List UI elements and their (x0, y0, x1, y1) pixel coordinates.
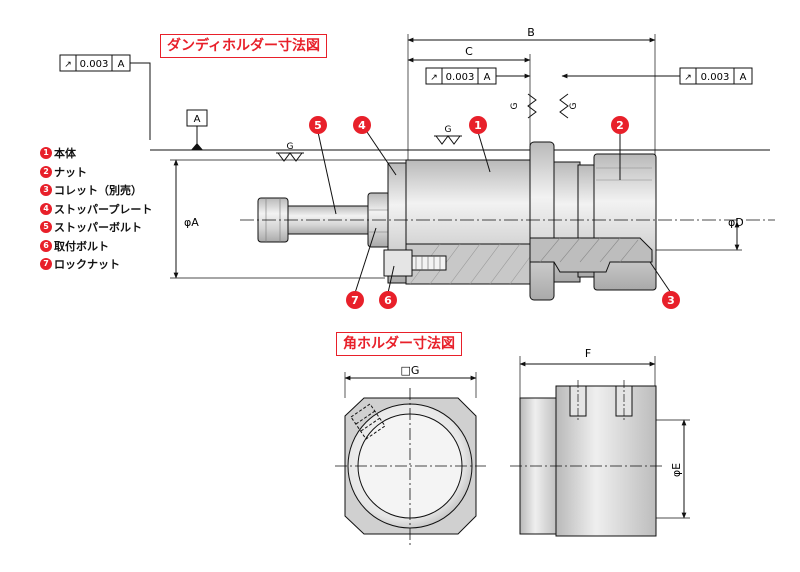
dandy-holder-title: ダンディホルダー寸法図 (160, 34, 328, 58)
svg-text:0.003: 0.003 (701, 72, 730, 83)
dimension-phi-d-label: φD (728, 216, 744, 229)
callout-6: 6 (379, 265, 397, 309)
callout-5: 5 (309, 116, 337, 215)
body-flange (529, 141, 555, 301)
tolerance-frame-right: ↗ 0.003 A (561, 67, 753, 85)
dimension-phi-a-label: φA (184, 216, 199, 229)
datum-triangle-icon (191, 143, 203, 150)
svg-text:2: 2 (616, 119, 624, 132)
svg-text:1: 1 (474, 119, 482, 132)
svg-text:7: 7 (351, 294, 359, 307)
svg-text:0.003: 0.003 (80, 59, 109, 70)
svg-text:↗: ↗ (684, 73, 692, 83)
svg-text:0.003: 0.003 (446, 72, 475, 83)
dimension-b-label: B (527, 26, 535, 39)
finish-mark-g-vertical-2: G (559, 93, 579, 119)
svg-text:A: A (740, 72, 747, 83)
square-holder-title: 角ホルダー寸法図 (336, 332, 462, 356)
svg-text:G: G (510, 102, 520, 109)
finish-mark-g-vertical-1: G (510, 93, 537, 119)
svg-text:A: A (484, 72, 491, 83)
svg-text:A: A (118, 59, 125, 70)
callout-3: 3 (649, 261, 680, 309)
svg-text:3: 3 (667, 294, 675, 307)
callout-2: 2 (611, 116, 629, 180)
callout-7: 7 (346, 227, 377, 309)
svg-text:4: 4 (358, 119, 366, 132)
set-screw-hidden (350, 403, 386, 440)
tolerance-frame-middle: ↗ 0.003 A (425, 67, 531, 85)
svg-text:6: 6 (384, 294, 392, 307)
svg-text:↗: ↗ (430, 73, 438, 83)
svg-text:G: G (445, 125, 452, 135)
svg-text:G: G (569, 102, 579, 109)
finish-mark-g-left: G (276, 142, 304, 162)
svg-text:G: G (287, 142, 294, 152)
dimension-sq-g-label: □G (401, 364, 420, 377)
callout-1: 1 (469, 116, 491, 173)
mounting-bolt-shaft (411, 255, 447, 271)
datum-a-label: A (194, 114, 201, 125)
collet-section (529, 237, 653, 273)
dimension-c-label: C (465, 45, 473, 58)
svg-text:5: 5 (314, 119, 322, 132)
runout-symbol-icon: ↗ (64, 60, 72, 70)
mounting-bolt-head (383, 249, 413, 277)
dimension-phi-e-label: φE (670, 463, 683, 477)
dimension-f-label: F (585, 347, 591, 360)
callout-4: 4 (353, 116, 397, 176)
tolerance-frame-left: ↗ 0.003 A (59, 54, 151, 140)
finish-mark-g-top: G (434, 125, 462, 145)
